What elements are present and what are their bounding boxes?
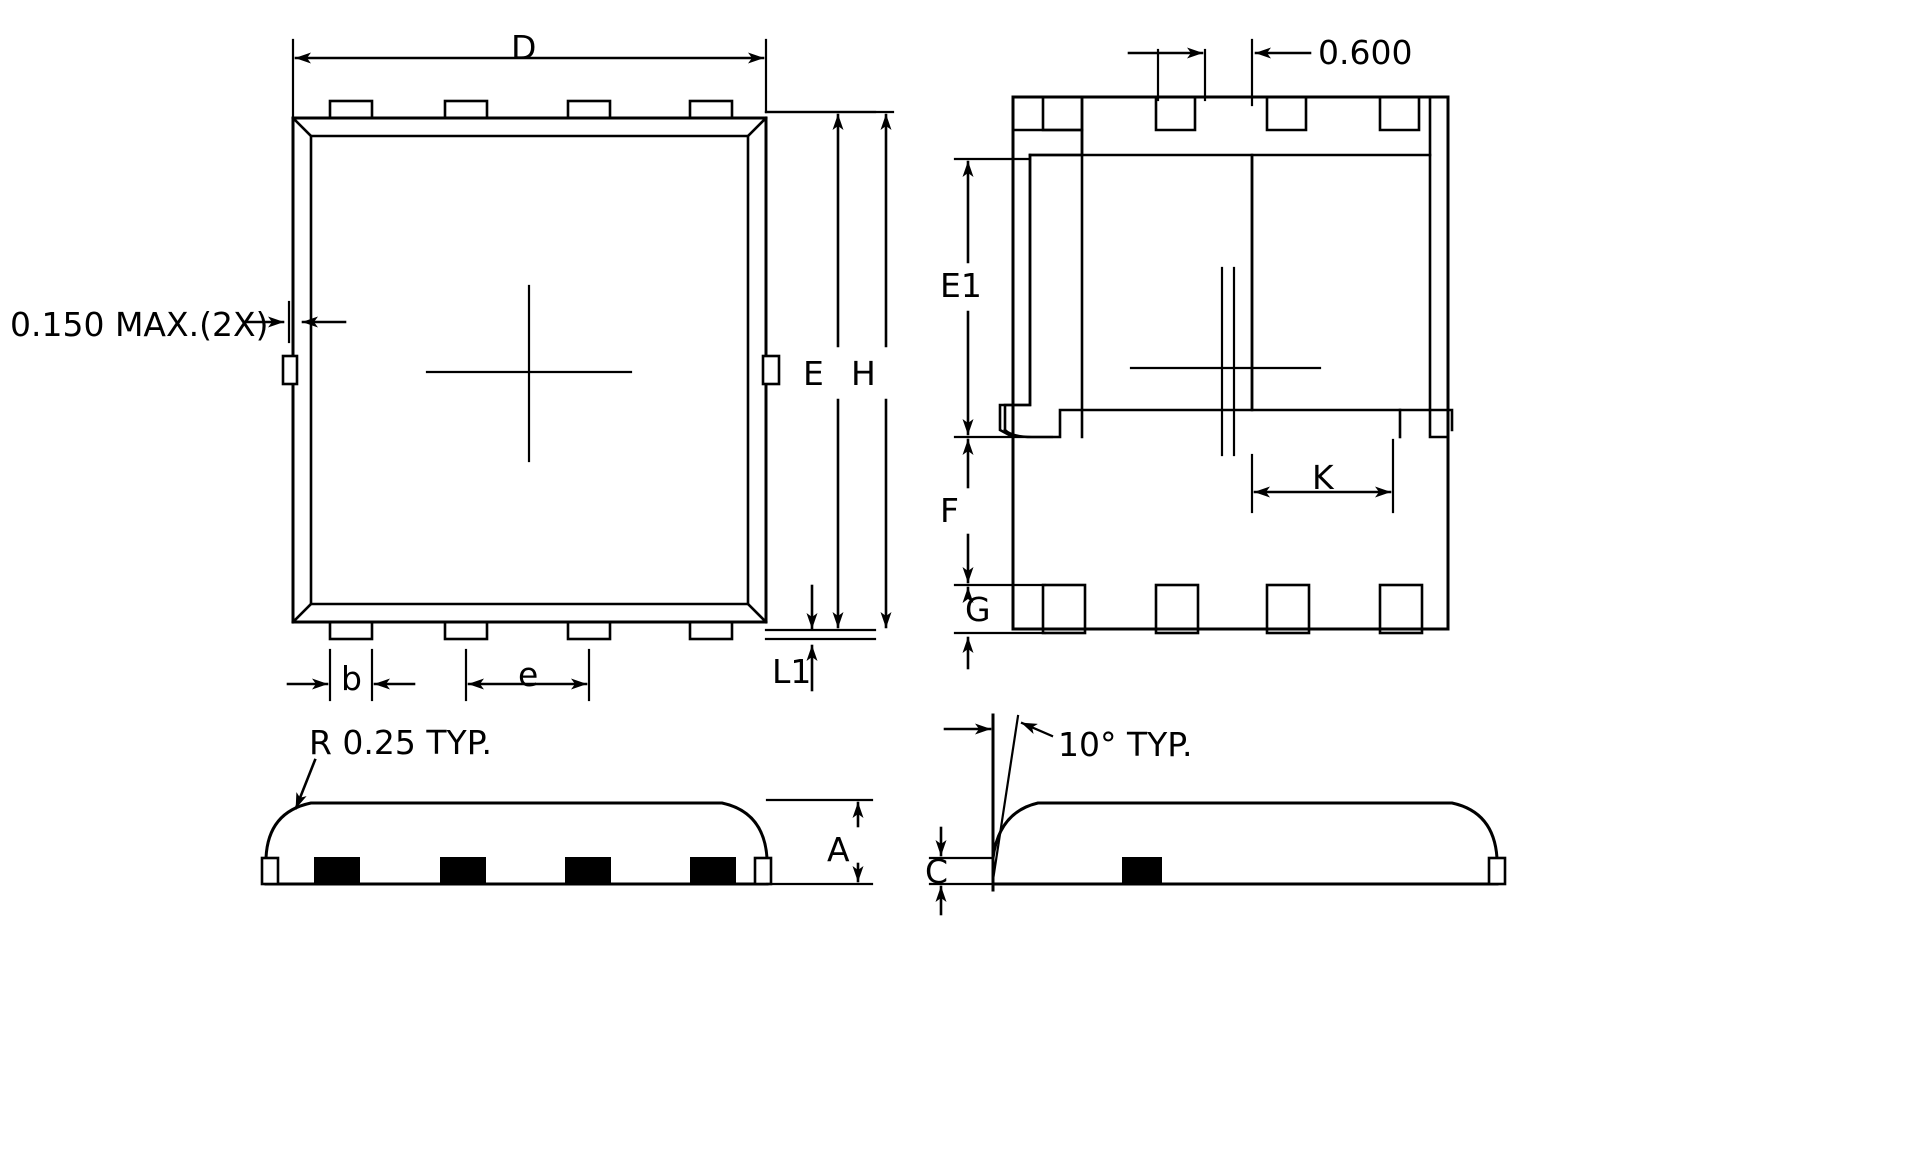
note-chamfer-max: 0.150 MAX.(2X) [10, 305, 269, 344]
dimension-label-F: F [940, 491, 959, 530]
dimension-label-e: e [518, 655, 539, 694]
note-draft-angle: 10° TYP. [1058, 725, 1193, 764]
dimension-label-E: E [803, 354, 824, 393]
note-corner-radius: R 0.25 TYP. [309, 723, 492, 762]
pad-3 [565, 857, 611, 884]
dimension-label-E1: E1 [940, 266, 982, 305]
bottom-view-geometry [953, 38, 1454, 670]
dimension-label-H: H [851, 354, 876, 393]
dimension-label-K: K [1312, 458, 1334, 497]
dimension-value-0600: 0.600 [1318, 33, 1413, 72]
pad-1 [314, 857, 360, 884]
dimension-label-C: C [925, 852, 949, 891]
dimension-label-D: D [511, 28, 537, 67]
pad-2 [440, 857, 486, 884]
end-side-view-geometry [928, 713, 1507, 916]
dimension-label-L1: L1 [772, 652, 812, 691]
dimension-label-G: G [965, 590, 991, 629]
dimension-label-b: b [341, 659, 362, 698]
pad-end-view [1122, 857, 1162, 884]
dimension-label-A: A [827, 830, 850, 869]
top-view-geometry [243, 38, 895, 702]
pad-4 [690, 857, 736, 884]
